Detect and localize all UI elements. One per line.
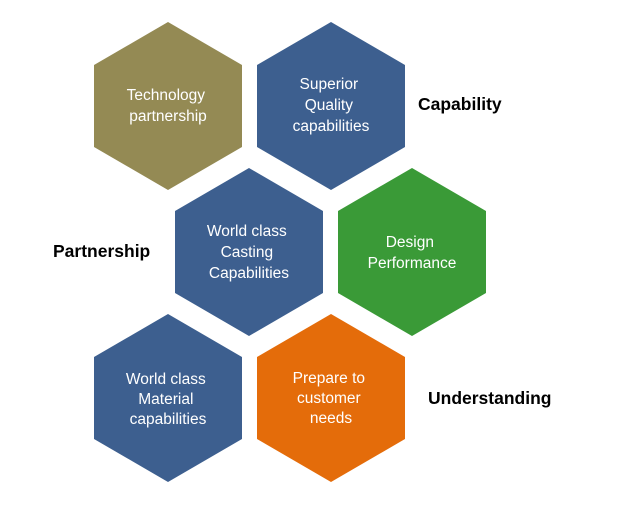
hexagon-casting-line: World class [207, 223, 287, 240]
label-capability: Capability [418, 94, 502, 114]
hexagon-technology-line: partnership [129, 108, 207, 125]
hexagon-material-text: World class Material capabilities [126, 371, 210, 428]
hexagon-technology-line: Technology [127, 87, 206, 104]
hexagon-material-line: capabilities [130, 411, 207, 428]
hexagon-quality-shape [257, 22, 405, 190]
hexagon-material-line: World class [126, 371, 206, 388]
hexagon-material-line: Material [138, 391, 193, 408]
hexagon-customer-needs: Prepare to customer needs [257, 314, 405, 482]
hexagon-material-capabilities: World class Material capabilities [94, 314, 242, 482]
hexagon-casting-shape [175, 168, 323, 336]
hexagon-quality-line: Superior [300, 76, 359, 93]
hexagon-customer-shape [257, 314, 405, 482]
hexagon-quality-text: Superior Quality capabilities [293, 76, 370, 135]
hexagon-design-shape [338, 168, 486, 336]
hexagon-customer-line: needs [310, 410, 352, 427]
hexagon-design-line: Performance [368, 255, 457, 272]
hexagon-casting-line: Capabilities [209, 265, 289, 282]
hexagon-customer-line: customer [297, 390, 361, 407]
label-partnership: Partnership [53, 241, 150, 261]
hexagon-casting-capabilities: World class Casting Capabilities [175, 168, 323, 336]
hexagon-superior-quality: Superior Quality capabilities [257, 22, 405, 190]
hexagon-quality-line: Quality [305, 97, 353, 114]
hexagon-quality-line: capabilities [293, 118, 370, 135]
hexagon-technology-shape [94, 22, 242, 190]
hexagon-casting-text: World class Casting Capabilities [207, 223, 291, 282]
hexagon-technology-partnership: Technology partnership [94, 22, 242, 190]
hexagon-technology-text: Technology partnership [127, 87, 210, 125]
hexagon-design-line: Design [386, 234, 434, 251]
hexagon-design-text: Design Performance [368, 234, 457, 272]
label-understanding: Understanding [428, 388, 551, 408]
hexagon-customer-line: Prepare to [293, 370, 365, 387]
hexagon-design-performance: Design Performance [338, 168, 486, 336]
hexagon-casting-line: Casting [221, 244, 274, 261]
hexagon-customer-text: Prepare to customer needs [293, 370, 370, 427]
hexagon-material-shape [94, 314, 242, 482]
